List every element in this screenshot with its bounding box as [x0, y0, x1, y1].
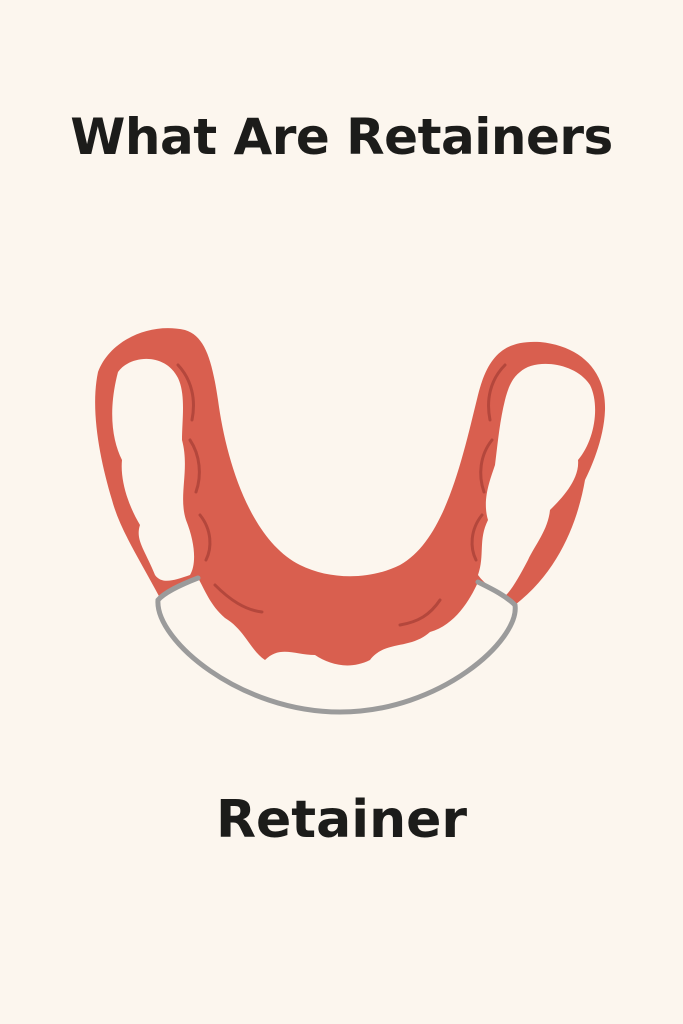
page-title: What Are Retainers — [70, 108, 613, 166]
retainer-wire — [155, 575, 518, 715]
left-teeth-cutout — [112, 358, 195, 581]
acrylic-ridges — [176, 363, 507, 627]
retainer-label: Retainer — [215, 790, 467, 850]
right-teeth-cutout — [478, 363, 596, 596]
